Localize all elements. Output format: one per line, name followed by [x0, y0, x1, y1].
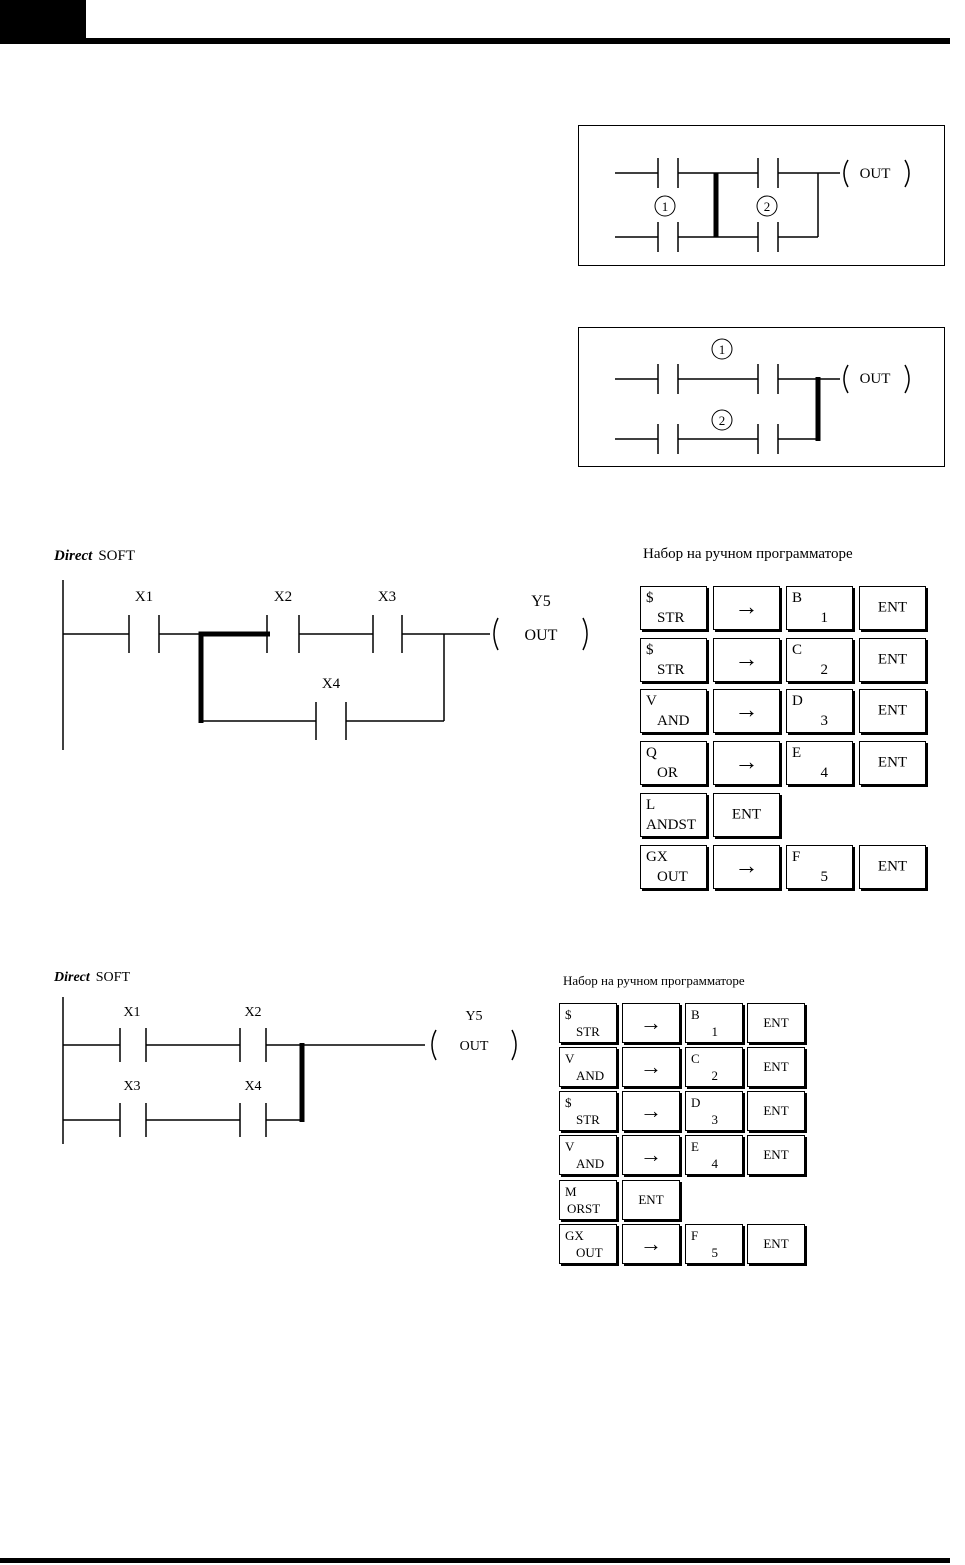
key-ent[interactable]: ENT	[747, 1047, 805, 1087]
diagram-frame	[578, 327, 945, 467]
coil-left-paren	[493, 617, 499, 651]
key-ent[interactable]: ENT	[747, 1135, 805, 1175]
contact-x3-label: X3	[123, 1079, 140, 1094]
coil-label: OUT	[860, 166, 891, 182]
coil-label: OUT	[525, 627, 558, 644]
key-ent[interactable]: ENT	[859, 845, 926, 889]
marker-1	[654, 195, 676, 217]
rung-wiring	[63, 615, 490, 740]
contact-x2-label: X2	[244, 1005, 261, 1020]
contact-x3-label: X3	[378, 589, 396, 605]
coil-right-paren	[582, 617, 588, 651]
key-shift-arrow[interactable]: →	[622, 1091, 680, 1131]
key-ent[interactable]: ENT	[747, 1091, 805, 1131]
header-tab-block	[0, 0, 86, 38]
diagram-series-to-parallel: 1 2 OUT	[578, 327, 945, 467]
contact-x1-label: X1	[135, 589, 153, 605]
key-ent[interactable]: ENT	[747, 1224, 805, 1264]
key-ent[interactable]: ENT	[859, 741, 926, 785]
key-shift-arrow[interactable]: →	[622, 1224, 680, 1264]
coil-right-paren	[904, 364, 910, 394]
key-shift-arrow[interactable]: →	[713, 689, 780, 733]
diagram-wiring	[615, 158, 840, 252]
key-shift-arrow[interactable]: →	[713, 586, 780, 630]
key-ent[interactable]: ENT	[859, 638, 926, 682]
contact-x4-label: X4	[244, 1079, 261, 1094]
marker-2	[756, 195, 778, 217]
diagram-frame	[578, 125, 945, 266]
coil-right-paren	[511, 1029, 517, 1061]
diagram-parallel-to-series: 1 2 OUT	[578, 125, 945, 266]
key-shift-arrow[interactable]: →	[622, 1047, 680, 1087]
key-str[interactable]: $STR	[640, 586, 707, 630]
marker-2	[711, 409, 733, 431]
contact-x1-label: X1	[123, 1005, 140, 1020]
key-shift-arrow[interactable]: →	[622, 1003, 680, 1043]
highlight-branch	[198, 631, 270, 723]
contact-x4-label: X4	[322, 676, 341, 692]
marker-1	[711, 338, 733, 360]
footer-rule	[0, 1558, 950, 1563]
key-str[interactable]: $STR	[559, 1003, 617, 1043]
key-shift-arrow[interactable]: →	[622, 1135, 680, 1175]
key-str[interactable]: $STR	[559, 1091, 617, 1131]
key-shift-arrow[interactable]: →	[713, 638, 780, 682]
key-str[interactable]: $STR	[640, 638, 707, 682]
marker-1-label: 1	[719, 342, 726, 357]
diagram-wiring	[615, 364, 840, 454]
marker-2-label: 2	[719, 413, 726, 428]
keypad-title: Набор на ручном программаторе	[563, 973, 745, 988]
coil-label: OUT	[460, 1039, 489, 1054]
rung-wiring	[63, 1028, 425, 1137]
key-ent[interactable]: ENT	[747, 1003, 805, 1043]
key-ent[interactable]: ENT	[859, 586, 926, 630]
coil-left-paren	[843, 159, 849, 188]
key-ent[interactable]: ENT	[859, 689, 926, 733]
marker-2-label: 2	[764, 199, 771, 214]
contact-x2-label: X2	[274, 589, 292, 605]
header-rule	[0, 38, 950, 44]
keypad-title: Набор на ручном программаторе	[643, 546, 853, 562]
key-shift-arrow[interactable]: →	[713, 845, 780, 889]
coil-address: Y5	[531, 593, 551, 610]
coil-right-paren	[904, 159, 910, 188]
coil-address: Y5	[465, 1009, 482, 1024]
coil-left-paren	[843, 364, 849, 394]
coil-label: OUT	[860, 371, 891, 387]
key-shift-arrow[interactable]: →	[713, 741, 780, 785]
coil-left-paren	[431, 1029, 437, 1061]
key-ent[interactable]: ENT	[622, 1180, 680, 1220]
key-ent[interactable]: ENT	[713, 793, 780, 837]
marker-1-label: 1	[662, 199, 669, 214]
